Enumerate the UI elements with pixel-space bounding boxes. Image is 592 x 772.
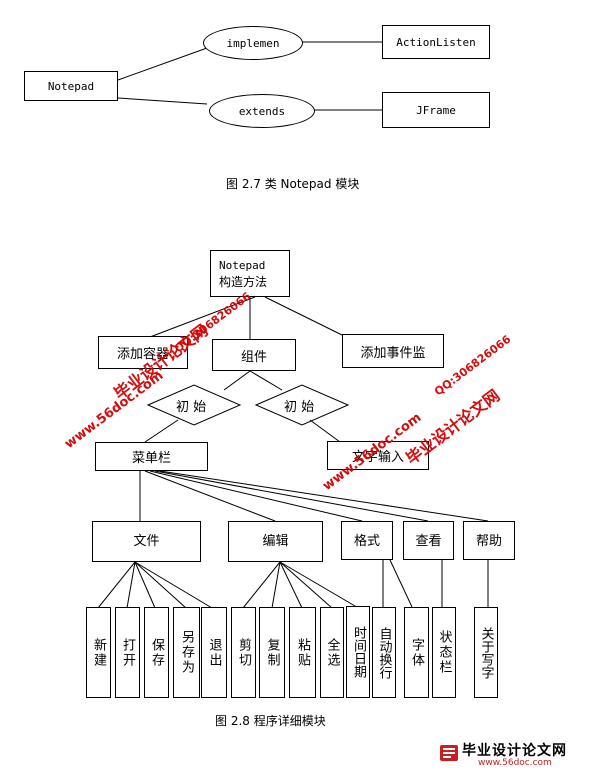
edit-item-copy: 复制 bbox=[259, 607, 285, 698]
footer-logo: 毕业设计论文网 www.56doc.com bbox=[438, 740, 588, 770]
superclass-label: JFrame bbox=[416, 103, 456, 117]
add-container-label: 添加容器 bbox=[116, 347, 169, 362]
edit-item-select-all: 全选 bbox=[320, 607, 344, 698]
components-label: 组件 bbox=[240, 349, 267, 365]
figure-caption-2-7: 图 2.7 类 Notepad 模块 bbox=[226, 177, 360, 191]
edit-item-cut: 剪切 bbox=[231, 607, 256, 698]
logo-book-icon bbox=[440, 745, 458, 761]
file-item-save-as: 另存为 bbox=[173, 607, 200, 698]
file-item-exit: 退出 bbox=[201, 607, 227, 698]
relation-implements-label: implemen bbox=[226, 36, 280, 50]
text-input-label: 文字输入 bbox=[351, 450, 404, 465]
interface-label: ActionListen bbox=[396, 35, 476, 49]
class-notepad: Notepad bbox=[24, 71, 118, 101]
menubar-box: 菜单栏 bbox=[95, 442, 208, 471]
file-item-open: 打开 bbox=[115, 607, 140, 698]
relation-implements: implemen bbox=[203, 26, 303, 60]
init-left-label: 初 始 bbox=[176, 400, 207, 415]
components-box: 组件 bbox=[212, 339, 296, 371]
text-input-box: 文字输入 bbox=[327, 441, 429, 470]
relation-extends-label: extends bbox=[238, 104, 286, 118]
root-line-1: Notepad bbox=[219, 258, 266, 272]
menu-file-label: 文件 bbox=[133, 534, 160, 549]
add-event-label: 添加事件监 bbox=[360, 345, 426, 361]
root-line-2: 构造方法 bbox=[219, 274, 268, 289]
relation-extends: extends bbox=[209, 94, 315, 128]
menu-help: 帮助 bbox=[463, 521, 515, 560]
superclass-jframe: JFrame bbox=[382, 92, 490, 128]
footer-site: www.56doc.com bbox=[478, 758, 552, 768]
add-event-listener-box: 添加事件监 bbox=[342, 334, 444, 368]
edit-item-paste: 粘贴 bbox=[289, 607, 316, 698]
menu-file: 文件 bbox=[92, 521, 201, 562]
edit-item-datetime: 时间日期 bbox=[346, 606, 370, 698]
menu-view-label: 查看 bbox=[415, 534, 442, 549]
menubar-label: 菜单栏 bbox=[131, 451, 171, 466]
class-notepad-label: Notepad bbox=[47, 79, 95, 93]
interface-actionlistener: ActionListen bbox=[382, 25, 490, 59]
menu-edit: 编辑 bbox=[228, 521, 323, 562]
help-item-about: 关于写字 bbox=[474, 607, 498, 698]
menu-edit-label: 编辑 bbox=[262, 534, 289, 549]
menu-view: 查看 bbox=[403, 521, 454, 560]
menu-format-label: 格式 bbox=[353, 534, 380, 549]
menu-format: 格式 bbox=[341, 521, 393, 560]
file-item-new: 新建 bbox=[86, 607, 111, 698]
footer-brand: 毕业设计论文网 bbox=[462, 743, 567, 759]
figure-caption-2-8: 图 2.8 程序详细模块 bbox=[215, 714, 326, 728]
add-container-box: 添加容器 bbox=[98, 336, 188, 369]
view-item-statusbar: 状态栏 bbox=[432, 607, 456, 698]
format-item-wordwrap: 自动换行 bbox=[372, 607, 396, 698]
file-item-save: 保存 bbox=[144, 607, 169, 698]
format-item-font: 字体 bbox=[404, 607, 429, 698]
init-right-label: 初 始 bbox=[284, 400, 315, 415]
menu-help-label: 帮助 bbox=[475, 534, 502, 549]
root-notepad-constructor: Notepad 构造方法 bbox=[210, 250, 290, 297]
